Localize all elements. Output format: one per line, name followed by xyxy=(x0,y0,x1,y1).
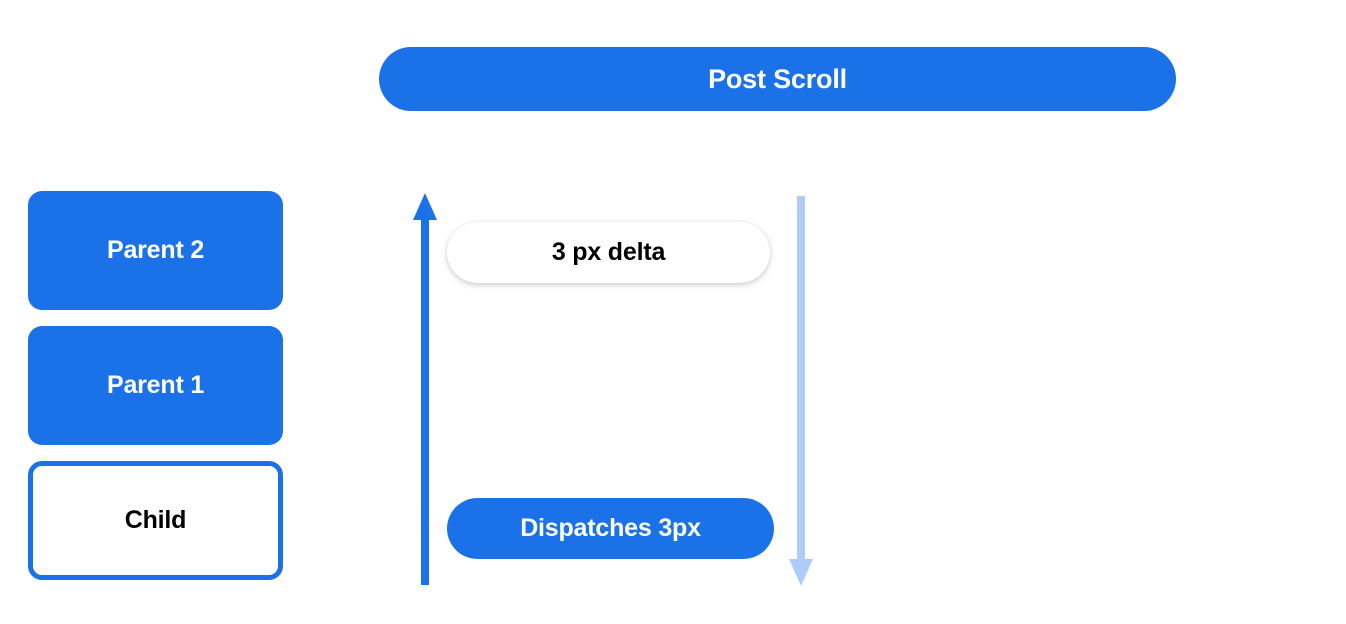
node-parent-2[interactable]: Parent 2 xyxy=(28,191,283,310)
node-parent-2-label: Parent 2 xyxy=(106,236,205,264)
node-stack: Parent 2 Parent 1 Child xyxy=(28,191,283,580)
delta-annotation-pill: 3 px delta xyxy=(447,222,770,283)
capture-down-arrow-icon xyxy=(789,196,813,586)
node-child-label: Child xyxy=(124,506,187,534)
post-scroll-header-label: Post Scroll xyxy=(708,63,847,94)
dispatch-annotation-label: Dispatches 3px xyxy=(520,514,701,542)
post-scroll-header-bar: Post Scroll xyxy=(379,47,1176,111)
node-parent-1-label: Parent 1 xyxy=(106,371,205,399)
bubble-up-arrow-icon xyxy=(413,193,437,585)
delta-annotation-label: 3 px delta xyxy=(551,238,666,266)
node-child[interactable]: Child xyxy=(28,461,283,580)
node-parent-1[interactable]: Parent 1 xyxy=(28,326,283,445)
dispatch-annotation-pill: Dispatches 3px xyxy=(447,498,774,559)
